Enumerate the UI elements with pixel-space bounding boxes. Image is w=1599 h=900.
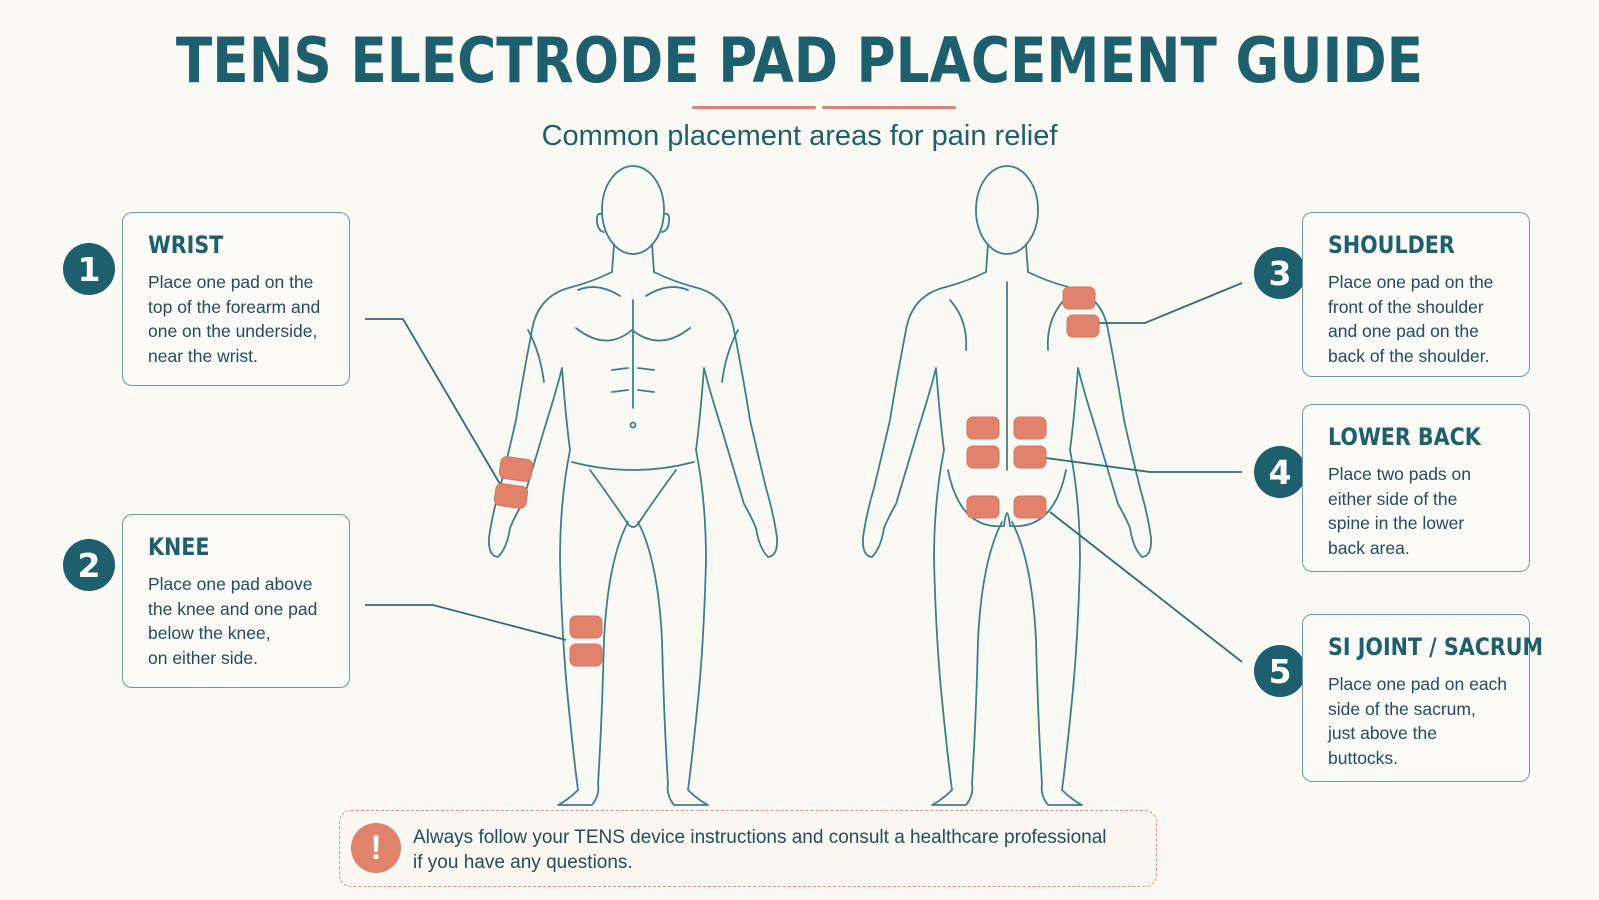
safety-note: ! Always follow your TENS device instruc… [339, 810, 1157, 887]
knee-pad-bottom [569, 643, 603, 667]
shoulder-connector [1096, 282, 1243, 324]
wrist-card: WRIST Place one pad on the top of the fo… [122, 212, 350, 386]
knee-title: KNEE [148, 533, 210, 561]
wrist-pad-top [498, 456, 534, 482]
step-badge-2: 2 [63, 539, 115, 591]
step-badge-5: 5 [1254, 645, 1306, 697]
wrist-title: WRIST [148, 231, 224, 259]
lower-back-card: LOWER BACK Place two pads on either side… [1302, 404, 1530, 572]
front-body-outline [488, 165, 778, 806]
si-joint-title: SI JOINT / SACRUM [1328, 633, 1544, 661]
step-badge-1: 1 [63, 243, 115, 295]
knee-description: Place one pad above the knee and one pad… [148, 574, 318, 668]
page-subtitle: Common placement areas for pain relief [541, 120, 1058, 152]
sacrum-pad-left [966, 495, 1000, 519]
title-underline-right [822, 106, 956, 109]
si-joint-connector [1049, 511, 1243, 663]
knee-connector [365, 604, 567, 641]
safety-note-text: Always follow your TENS device instructi… [413, 827, 1107, 873]
shoulder-title: SHOULDER [1328, 231, 1455, 259]
wrist-pad-bottom [493, 483, 529, 509]
lower-back-title: LOWER BACK [1328, 423, 1481, 451]
shoulder-card: SHOULDER Place one pad on the front of t… [1302, 212, 1530, 377]
step-badge-4: 4 [1254, 446, 1306, 498]
si-joint-description: Place one pad on each side of the sacrum… [1328, 674, 1508, 768]
shoulder-pad-back [1066, 314, 1100, 338]
lower-back-description: Place two pads on either side of the spi… [1328, 464, 1472, 558]
page-title: TENS ELECTRODE PAD PLACEMENT GUIDE [175, 24, 1424, 97]
lower-back-connector [1045, 457, 1242, 473]
si-joint-card: SI JOINT / SACRUM Place one pad on each … [1302, 614, 1544, 782]
exclamation-icon: ! [351, 823, 401, 873]
lower-back-pad-right-top [1013, 416, 1047, 440]
shoulder-description: Place one pad on the front of the should… [1328, 272, 1494, 366]
lower-back-pad-right-bottom [1013, 445, 1047, 469]
shoulder-pad-front [1062, 286, 1096, 310]
knee-pad-top [569, 615, 603, 639]
wrist-description: Place one pad on the top of the forearm … [148, 272, 321, 366]
wrist-connector [365, 318, 501, 485]
lower-back-pad-left-bottom [966, 445, 1000, 469]
back-body-outline [862, 165, 1152, 806]
title-underline-left [692, 106, 816, 109]
sacrum-pad-right [1013, 495, 1047, 519]
step-badge-3: 3 [1254, 247, 1306, 299]
lower-back-pad-left-top [966, 416, 1000, 440]
knee-card: KNEE Place one pad above the knee and on… [122, 514, 350, 688]
